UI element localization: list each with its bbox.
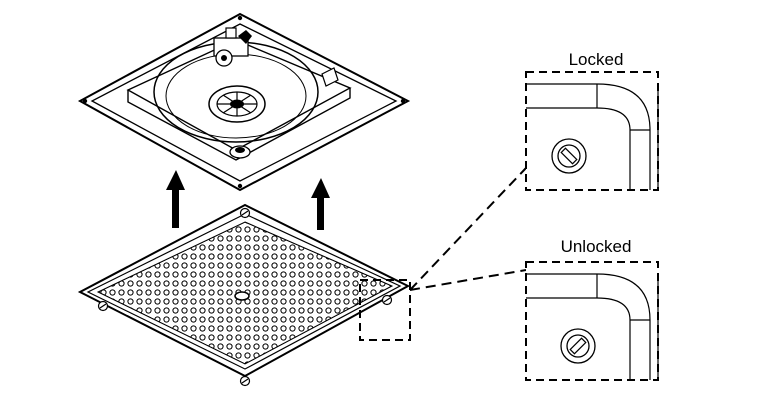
detail-callout-box (359, 279, 411, 341)
grille-screw-top[interactable] (239, 207, 251, 219)
fan-hub (208, 85, 266, 123)
slotted-screw-icon (560, 328, 596, 364)
crank-mechanism (213, 27, 252, 67)
crank-knob (229, 145, 251, 159)
filter-grille (77, 203, 411, 387)
detail-unlocked-label: Unlocked (561, 237, 632, 256)
grille-screw-bottom[interactable] (239, 375, 251, 387)
grille-screw-left[interactable] (97, 300, 109, 312)
detail-locked-label: Locked (569, 50, 624, 69)
vent-housing (77, 12, 411, 192)
detail-unlocked: Unlocked (525, 237, 659, 381)
detail-locked: Locked (525, 50, 659, 191)
lift-arrow-right (311, 178, 330, 230)
leader-line-locked (409, 167, 527, 291)
grille-screw-right[interactable] (381, 294, 393, 306)
leader-line-unlocked (409, 269, 527, 291)
lift-arrow-left (166, 170, 185, 228)
slotted-screw-icon (551, 138, 587, 174)
